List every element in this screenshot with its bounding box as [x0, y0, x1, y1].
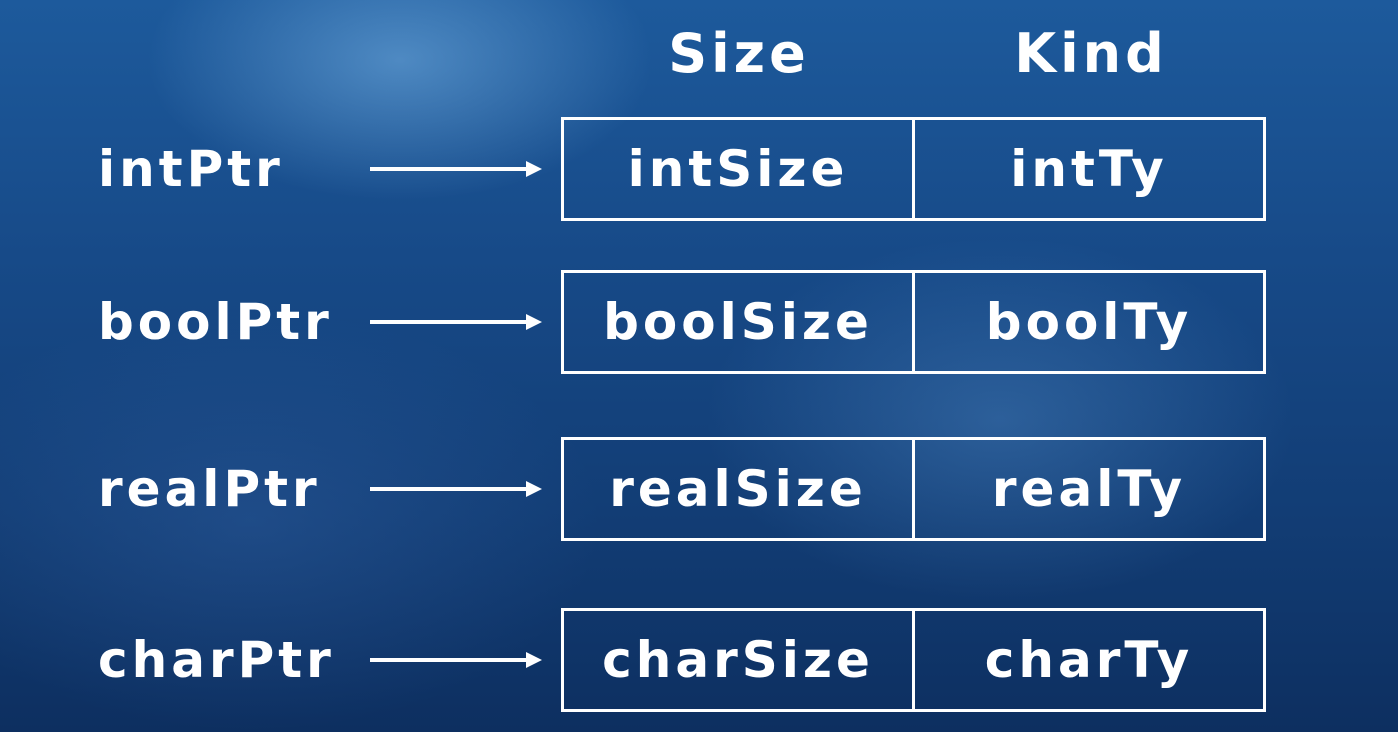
arrow-icon [370, 161, 542, 177]
pointer-label: realPtr [98, 460, 321, 518]
pointer-label: intPtr [98, 140, 284, 198]
pointer-row-real: realPtr realSize realTy [0, 437, 1398, 541]
column-header-kind: Kind [1014, 22, 1168, 85]
arrow-icon [370, 652, 542, 668]
pointer-label: boolPtr [98, 293, 333, 351]
type-record: intSize intTy [561, 117, 1266, 221]
kind-cell: charTy [984, 631, 1194, 689]
type-record: charSize charTy [561, 608, 1266, 712]
arrow-icon [370, 314, 542, 330]
kind-cell: intTy [1010, 140, 1168, 198]
size-cell: boolSize [564, 273, 915, 371]
pointer-row-bool: boolPtr boolSize boolTy [0, 270, 1398, 374]
arrow-icon [370, 481, 542, 497]
pointer-row-char: charPtr charSize charTy [0, 608, 1398, 712]
kind-cell: realTy [991, 460, 1187, 518]
type-record: realSize realTy [561, 437, 1266, 541]
type-record: boolSize boolTy [561, 270, 1266, 374]
pointer-row-int: intPtr intSize intTy [0, 117, 1398, 221]
column-header-size: Size [668, 22, 810, 85]
size-cell: intSize [564, 120, 915, 218]
size-cell: realSize [564, 440, 915, 538]
kind-cell: boolTy [985, 293, 1193, 351]
size-cell: charSize [564, 611, 915, 709]
pointer-label: charPtr [98, 631, 335, 689]
